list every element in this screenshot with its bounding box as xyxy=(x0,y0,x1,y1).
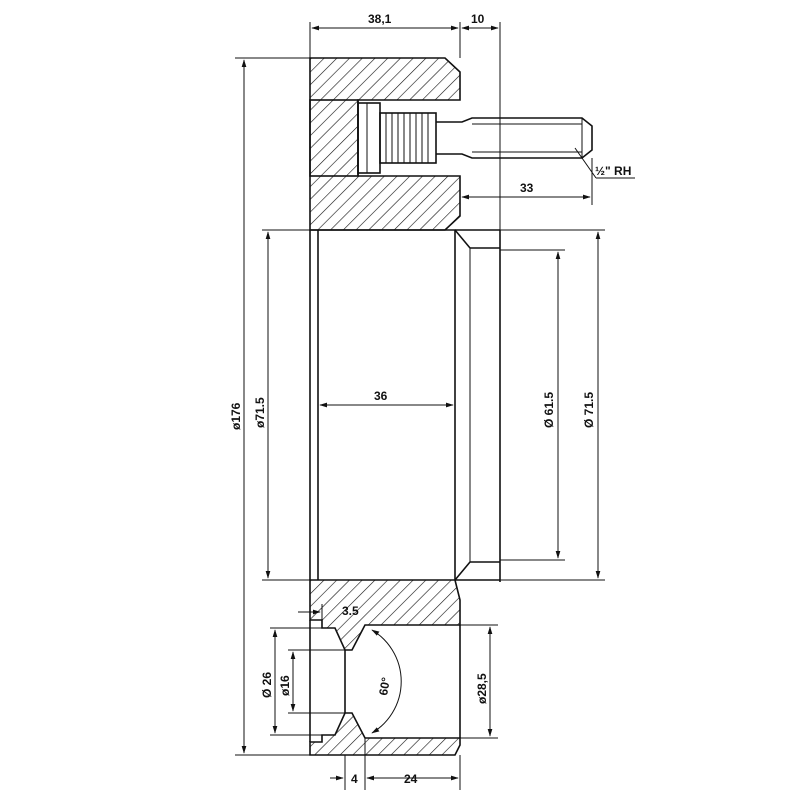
dim-label-4: 4 xyxy=(351,772,358,786)
dim-label-16: ø16 xyxy=(278,675,292,696)
dim-label-176: ø176 xyxy=(229,402,243,430)
dim-label-60: 60° xyxy=(376,676,393,697)
angle-arc-60 xyxy=(371,629,402,734)
top-hatched-body xyxy=(309,57,461,231)
knurled-collar xyxy=(379,112,437,164)
dim-label-3-5: 3.5 xyxy=(342,604,359,618)
bottom-hatched-lower xyxy=(309,712,461,756)
dim-label-36: 36 xyxy=(374,389,388,403)
dim-label-71-5-right: Ø 71.5 xyxy=(582,392,596,428)
knurl-lines xyxy=(366,103,429,173)
dim-label-26: Ø 26 xyxy=(260,672,274,698)
nut-head xyxy=(357,102,381,174)
bore-outline xyxy=(309,229,501,582)
dim-label-10: 10 xyxy=(471,12,485,26)
dim-label-28-5: ø28,5 xyxy=(475,673,489,704)
dim-label-38-1: 38,1 xyxy=(368,12,392,26)
dim-label-61-5: Ø 61.5 xyxy=(542,392,556,428)
dim-label-33: 33 xyxy=(520,181,534,195)
bottom-hatched-upper xyxy=(309,579,461,651)
middle-section xyxy=(309,229,501,582)
dimensions: 38,1 10 33 ½" RH ø176 ø71.5 36 Ø 61.5 xyxy=(229,12,635,790)
thread-spec-label: ½" RH xyxy=(595,164,631,178)
top-section xyxy=(309,57,593,231)
dim-label-24: 24 xyxy=(404,772,418,786)
thread-leader xyxy=(574,147,597,179)
threaded-shaft xyxy=(436,117,593,159)
bottom-section xyxy=(309,579,461,756)
dim-label-71-5-left: ø71.5 xyxy=(253,397,267,428)
